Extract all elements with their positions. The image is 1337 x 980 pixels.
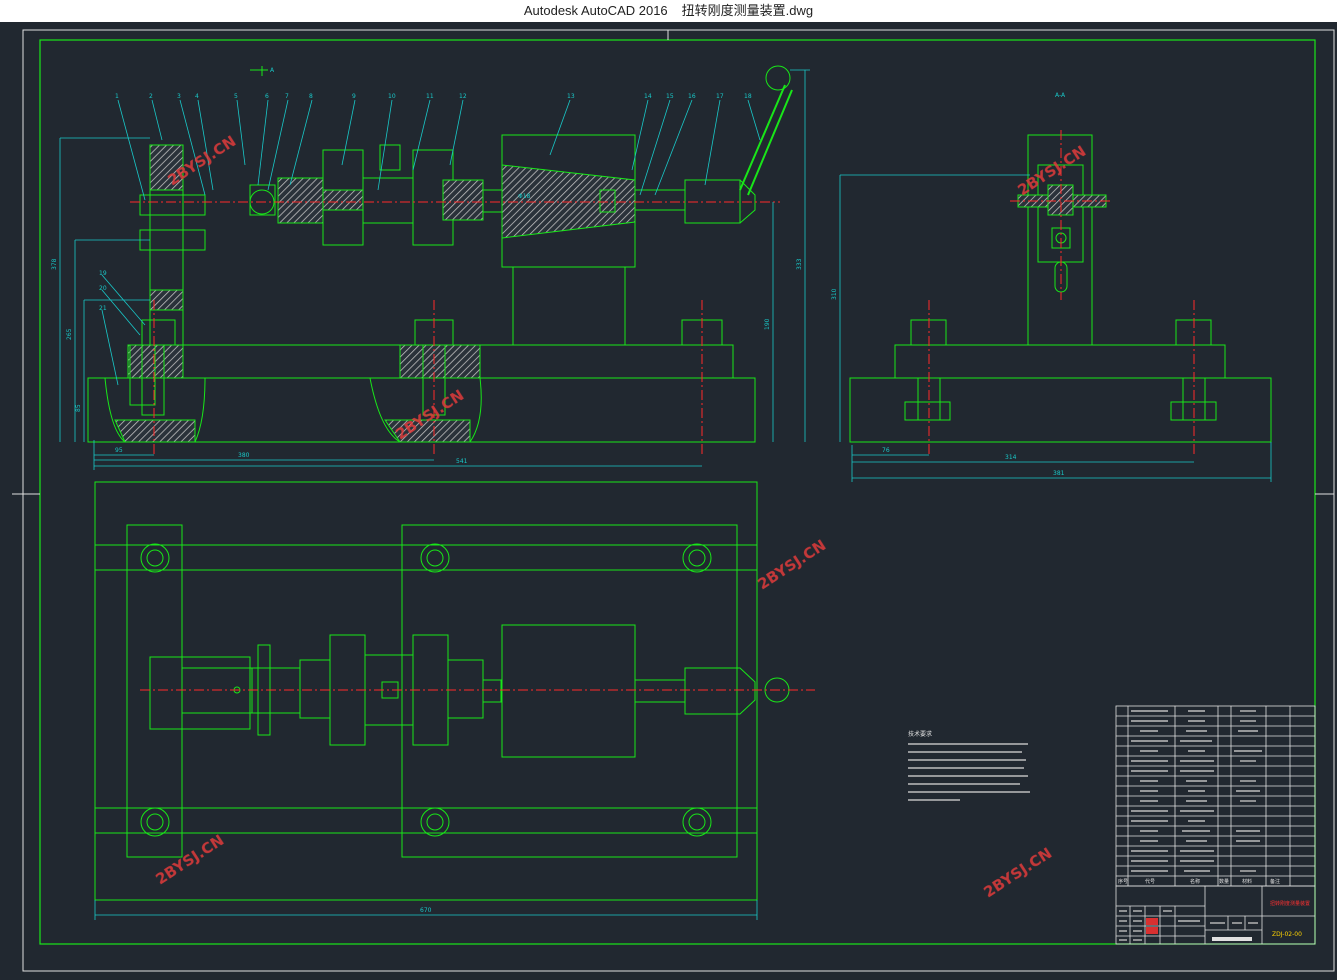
title-block <box>1115 885 1316 945</box>
part-number-5: 5 <box>234 93 238 100</box>
part-number-7: 7 <box>285 93 289 100</box>
section-label-side: A-A <box>1055 92 1066 99</box>
part-number-15: 15 <box>666 93 674 100</box>
technical-requirements: 技术要求 <box>908 730 1030 801</box>
dim-side-bottom-2: 314 <box>1005 454 1017 461</box>
front-view <box>59 65 810 470</box>
bom-header-remark: 备注 <box>1270 878 1280 885</box>
part-number-labels: 1 2 3 4 5 6 7 8 9 10 11 12 13 14 15 16 1… <box>99 93 752 312</box>
bom-header-material: 材料 <box>1242 878 1252 885</box>
drawing-number: ZDJ-02-00 <box>1272 931 1302 938</box>
inner-frame-border <box>39 39 1316 945</box>
section-mark-top: A <box>270 67 275 74</box>
side-view <box>839 130 1272 482</box>
tech-requirements-title: 技术要求 <box>908 730 932 738</box>
window-title-bar: Autodesk AutoCAD 2016 扭转刚度测量装置.dwg <box>0 0 1337 22</box>
watermarks: 2BYSJ.CN 2BYSJ.CN 2BYSJ.CN 2BYSJ.CN 2BYS… <box>152 132 1089 901</box>
dim-front-bottom-3: 541 <box>456 458 468 465</box>
dim-front-left-1: 378 <box>51 258 58 270</box>
dim-front-right-1: 190 <box>764 318 771 330</box>
watermark-6: 2BYSJ.CN <box>980 844 1055 901</box>
part-number-11: 11 <box>426 93 434 100</box>
dim-front-bottom-2: 380 <box>238 452 250 459</box>
title-block-stamp-1 <box>1146 918 1158 925</box>
part-number-1: 1 <box>115 93 119 100</box>
dim-front-left-3: 85 <box>75 404 82 412</box>
part-number-2: 2 <box>149 93 153 100</box>
part-number-17: 17 <box>716 93 724 100</box>
part-number-9: 9 <box>352 93 356 100</box>
part-number-19: 19 <box>99 270 107 277</box>
part-number-3: 3 <box>177 93 181 100</box>
title-block-stamp-2 <box>1146 927 1158 934</box>
title-block-barcode <box>1212 937 1252 941</box>
bom-header-name: 名称 <box>1190 878 1200 885</box>
dim-front-left-2: 265 <box>66 328 73 340</box>
dim-front-right-2: 333 <box>796 258 803 270</box>
bom-header-seq: 序号 <box>1118 878 1128 885</box>
dim-front-bottom-1: 95 <box>115 447 123 454</box>
dim-side-bottom-1: 76 <box>882 447 890 454</box>
bom-header-row: 序号 代号 名称 数量 材料 备注 <box>1118 878 1280 885</box>
bill-of-materials <box>1115 705 1316 887</box>
part-number-16: 16 <box>688 93 696 100</box>
part-number-6: 6 <box>265 93 269 100</box>
cad-drawing[interactable]: A 95 380 541 378 265 85 190 333 Φ18 1 2 … <box>0 22 1337 976</box>
drawing-title: 扭转刚度测量装置 <box>1270 900 1310 907</box>
part-number-4: 4 <box>195 93 199 100</box>
file-name: 扭转刚度测量装置.dwg <box>681 3 814 18</box>
part-number-14: 14 <box>644 93 652 100</box>
plan-view <box>94 481 815 920</box>
bom-header-qty: 数量 <box>1219 878 1229 885</box>
bom-cell-text <box>1131 710 1262 872</box>
dim-side-bottom-3: 381 <box>1053 470 1065 477</box>
part-number-12: 12 <box>459 93 467 100</box>
watermark-5: 2BYSJ.CN <box>152 831 227 888</box>
part-number-10: 10 <box>388 93 396 100</box>
drawing-canvas[interactable]: A 95 380 541 378 265 85 190 333 Φ18 1 2 … <box>0 22 1337 976</box>
part-number-20: 20 <box>99 285 107 292</box>
dim-plan-bottom: 670 <box>420 907 432 914</box>
dim-shaft-dia: Φ18 <box>518 193 531 200</box>
watermark-4: 2BYSJ.CN <box>754 536 829 593</box>
part-number-13: 13 <box>567 93 575 100</box>
part-number-21: 21 <box>99 305 107 312</box>
dim-side-left: 310 <box>831 288 838 300</box>
outer-sheet-border <box>22 29 1335 972</box>
app-title: Autodesk AutoCAD 2016 <box>523 3 668 18</box>
bom-header-code: 代号 <box>1145 878 1155 885</box>
part-number-18: 18 <box>744 93 752 100</box>
part-number-8: 8 <box>309 93 313 100</box>
